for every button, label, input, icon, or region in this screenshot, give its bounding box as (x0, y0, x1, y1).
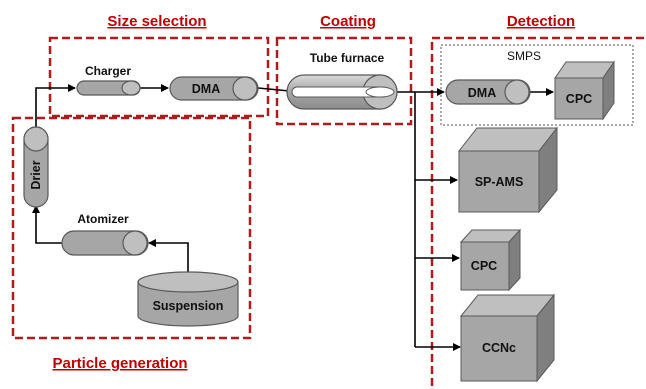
atomizer-cylinder (61, 230, 149, 256)
cpc-smps-label: CPC (566, 92, 592, 106)
arrow-atomizer-to-drier (32, 205, 62, 244)
cpc-smps-cube (554, 60, 615, 121)
arrow-suspension-to-atomizer (148, 239, 189, 281)
connections (32, 84, 554, 351)
smps-box (440, 44, 634, 126)
particle-generation-title: Particle generation (52, 355, 187, 372)
arrow-drier-to-charger (35, 84, 76, 128)
coating-box (275, 36, 413, 126)
sp-ams-label: SP-AMS (475, 175, 524, 189)
suspension-drum (137, 271, 239, 327)
particle-generation-box (11, 116, 252, 340)
tube-furnace-label: Tube furnace (310, 51, 385, 65)
ccnc-label: CCNc (482, 341, 516, 355)
dma-size-label: DMA (192, 82, 220, 96)
dma-smps-cylinder (445, 79, 531, 105)
charger-label: Charger (85, 64, 131, 78)
drier-cylinder (23, 126, 49, 208)
dma-smps-label: DMA (468, 86, 496, 100)
smps-label: SMPS (507, 49, 541, 63)
dma-size-cylinder (169, 76, 259, 101)
tube-furnace (286, 74, 398, 110)
coating-title: Coating (320, 13, 376, 30)
charger-cylinder (76, 80, 141, 96)
cpc-label: CPC (471, 259, 497, 273)
sp-ams-cube (457, 126, 559, 214)
detection-box (430, 36, 646, 386)
size-selection-box (48, 36, 270, 118)
ccnc-cube (459, 293, 556, 383)
detection-title: Detection (507, 13, 575, 30)
suspension-label: Suspension (153, 299, 224, 313)
cpc-cube (459, 228, 522, 292)
atomizer-label: Atomizer (77, 212, 129, 226)
size-selection-title: Size selection (107, 13, 206, 30)
drier-label: Drier (29, 160, 43, 189)
